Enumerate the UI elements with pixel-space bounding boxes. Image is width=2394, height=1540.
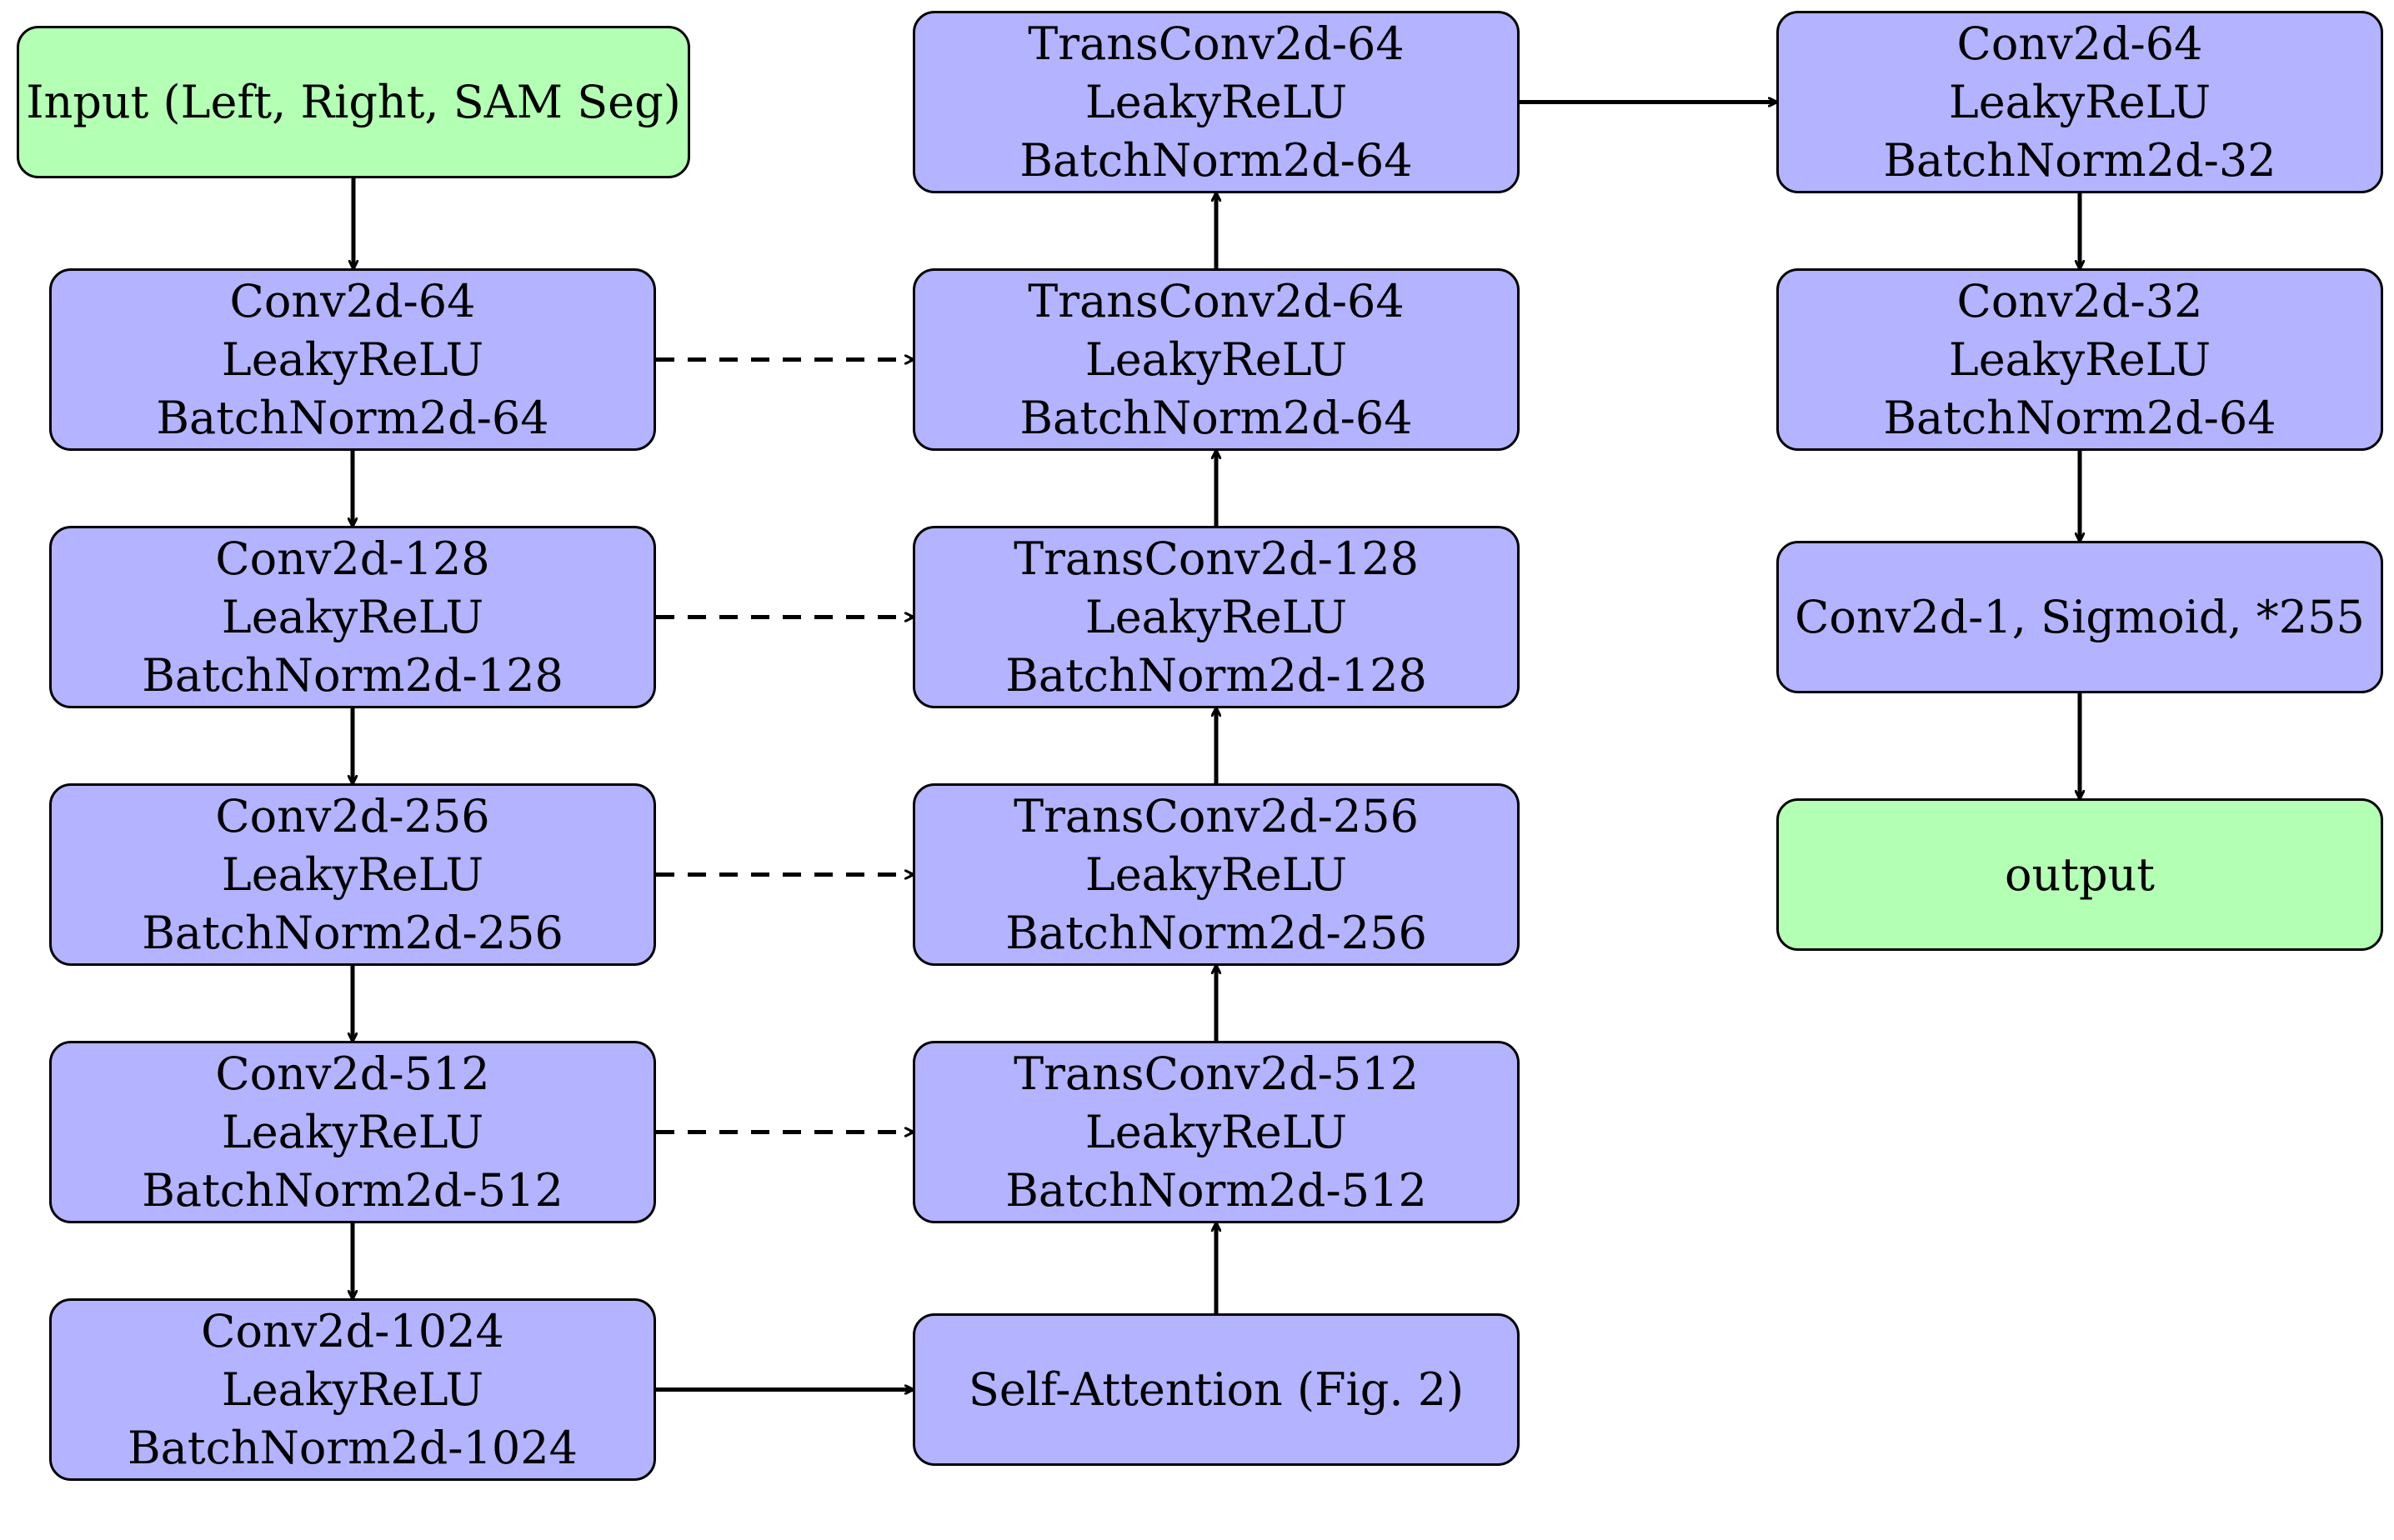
node-label-line: LeakyReLU — [221, 590, 484, 643]
node-label-line: BatchNorm2d-512 — [1005, 1163, 1427, 1217]
node-label-line: Conv2d-1024 — [201, 1304, 504, 1358]
node-label-line: LeakyReLU — [1084, 75, 1348, 128]
node-decoder-transconv64-a: TransConv2d-64 LeakyReLU BatchNorm2d-64 — [913, 268, 1520, 451]
node-label-line: TransConv2d-128 — [1014, 532, 1419, 585]
node-head-conv64: Conv2d-64 LeakyReLU BatchNorm2d-32 — [1776, 11, 2383, 193]
node-self-attention-label: Self-Attention (Fig. 2) — [968, 1362, 1465, 1416]
node-label-line: LeakyReLU — [221, 332, 484, 386]
node-label-line: BatchNorm2d-128 — [1005, 648, 1427, 702]
node-label-line: Conv2d-128 — [215, 532, 490, 585]
node-label-line: LeakyReLU — [1084, 590, 1348, 643]
node-output: output — [1776, 798, 2383, 951]
node-label-line: TransConv2d-256 — [1014, 789, 1419, 842]
node-encoder-conv128: Conv2d-128 LeakyReLU BatchNorm2d-128 — [49, 526, 656, 708]
node-label-line: BatchNorm2d-64 — [156, 391, 549, 444]
node-input-label: Input (Left, Right, SAM Seg) — [26, 75, 681, 128]
node-label-line: TransConv2d-64 — [1028, 274, 1405, 328]
node-label-line: TransConv2d-64 — [1028, 17, 1405, 70]
node-label-line: Conv2d-512 — [215, 1047, 490, 1100]
node-encoder-conv1024: Conv2d-1024 LeakyReLU BatchNorm2d-1024 — [49, 1298, 656, 1481]
node-encoder-conv256: Conv2d-256 LeakyReLU BatchNorm2d-256 — [49, 783, 656, 966]
node-label-line: LeakyReLU — [221, 848, 484, 901]
node-label-line: LeakyReLU — [1084, 332, 1348, 386]
node-label-line: LeakyReLU — [1948, 75, 2211, 128]
node-head-conv1-sigmoid: Conv2d-1, Sigmoid, *255 — [1776, 541, 2383, 693]
node-label-line: Conv2d-32 — [1956, 274, 2203, 328]
node-encoder-conv512: Conv2d-512 LeakyReLU BatchNorm2d-512 — [49, 1041, 656, 1223]
node-label-line: LeakyReLU — [221, 1105, 484, 1158]
node-decoder-transconv512: TransConv2d-512 LeakyReLU BatchNorm2d-51… — [913, 1041, 1520, 1223]
node-label-line: BatchNorm2d-256 — [1005, 906, 1427, 959]
node-decoder-transconv128: TransConv2d-128 LeakyReLU BatchNorm2d-12… — [913, 526, 1520, 708]
node-label-line: BatchNorm2d-32 — [1883, 133, 2276, 187]
node-input: Input (Left, Right, SAM Seg) — [17, 26, 690, 178]
node-label-line: BatchNorm2d-64 — [1019, 391, 1413, 444]
node-label-line: Conv2d-256 — [215, 789, 490, 842]
node-label-line: BatchNorm2d-128 — [142, 648, 563, 702]
node-label-line: Conv2d-64 — [229, 274, 476, 328]
node-decoder-transconv256: TransConv2d-256 LeakyReLU BatchNorm2d-25… — [913, 783, 1520, 966]
node-label-line: BatchNorm2d-64 — [1883, 391, 2276, 444]
node-label-line: LeakyReLU — [1084, 1105, 1348, 1158]
node-label-line: BatchNorm2d-64 — [1019, 133, 1413, 187]
node-head-conv32: Conv2d-32 LeakyReLU BatchNorm2d-64 — [1776, 268, 2383, 451]
node-output-label: output — [2004, 848, 2156, 901]
node-self-attention: Self-Attention (Fig. 2) — [913, 1313, 1520, 1466]
node-label-line: LeakyReLU — [1084, 848, 1348, 901]
node-head-conv1-label: Conv2d-1, Sigmoid, *255 — [1795, 590, 2365, 643]
node-label-line: BatchNorm2d-256 — [142, 906, 563, 959]
node-label-line: BatchNorm2d-512 — [142, 1163, 563, 1217]
node-label-line: BatchNorm2d-1024 — [128, 1421, 578, 1474]
node-label-line: LeakyReLU — [221, 1362, 484, 1416]
node-decoder-transconv64-b: TransConv2d-64 LeakyReLU BatchNorm2d-64 — [913, 11, 1520, 193]
node-label-line: Conv2d-64 — [1956, 17, 2203, 70]
node-encoder-conv64: Conv2d-64 LeakyReLU BatchNorm2d-64 — [49, 268, 656, 451]
node-label-line: TransConv2d-512 — [1014, 1047, 1419, 1100]
node-label-line: LeakyReLU — [1948, 332, 2211, 386]
